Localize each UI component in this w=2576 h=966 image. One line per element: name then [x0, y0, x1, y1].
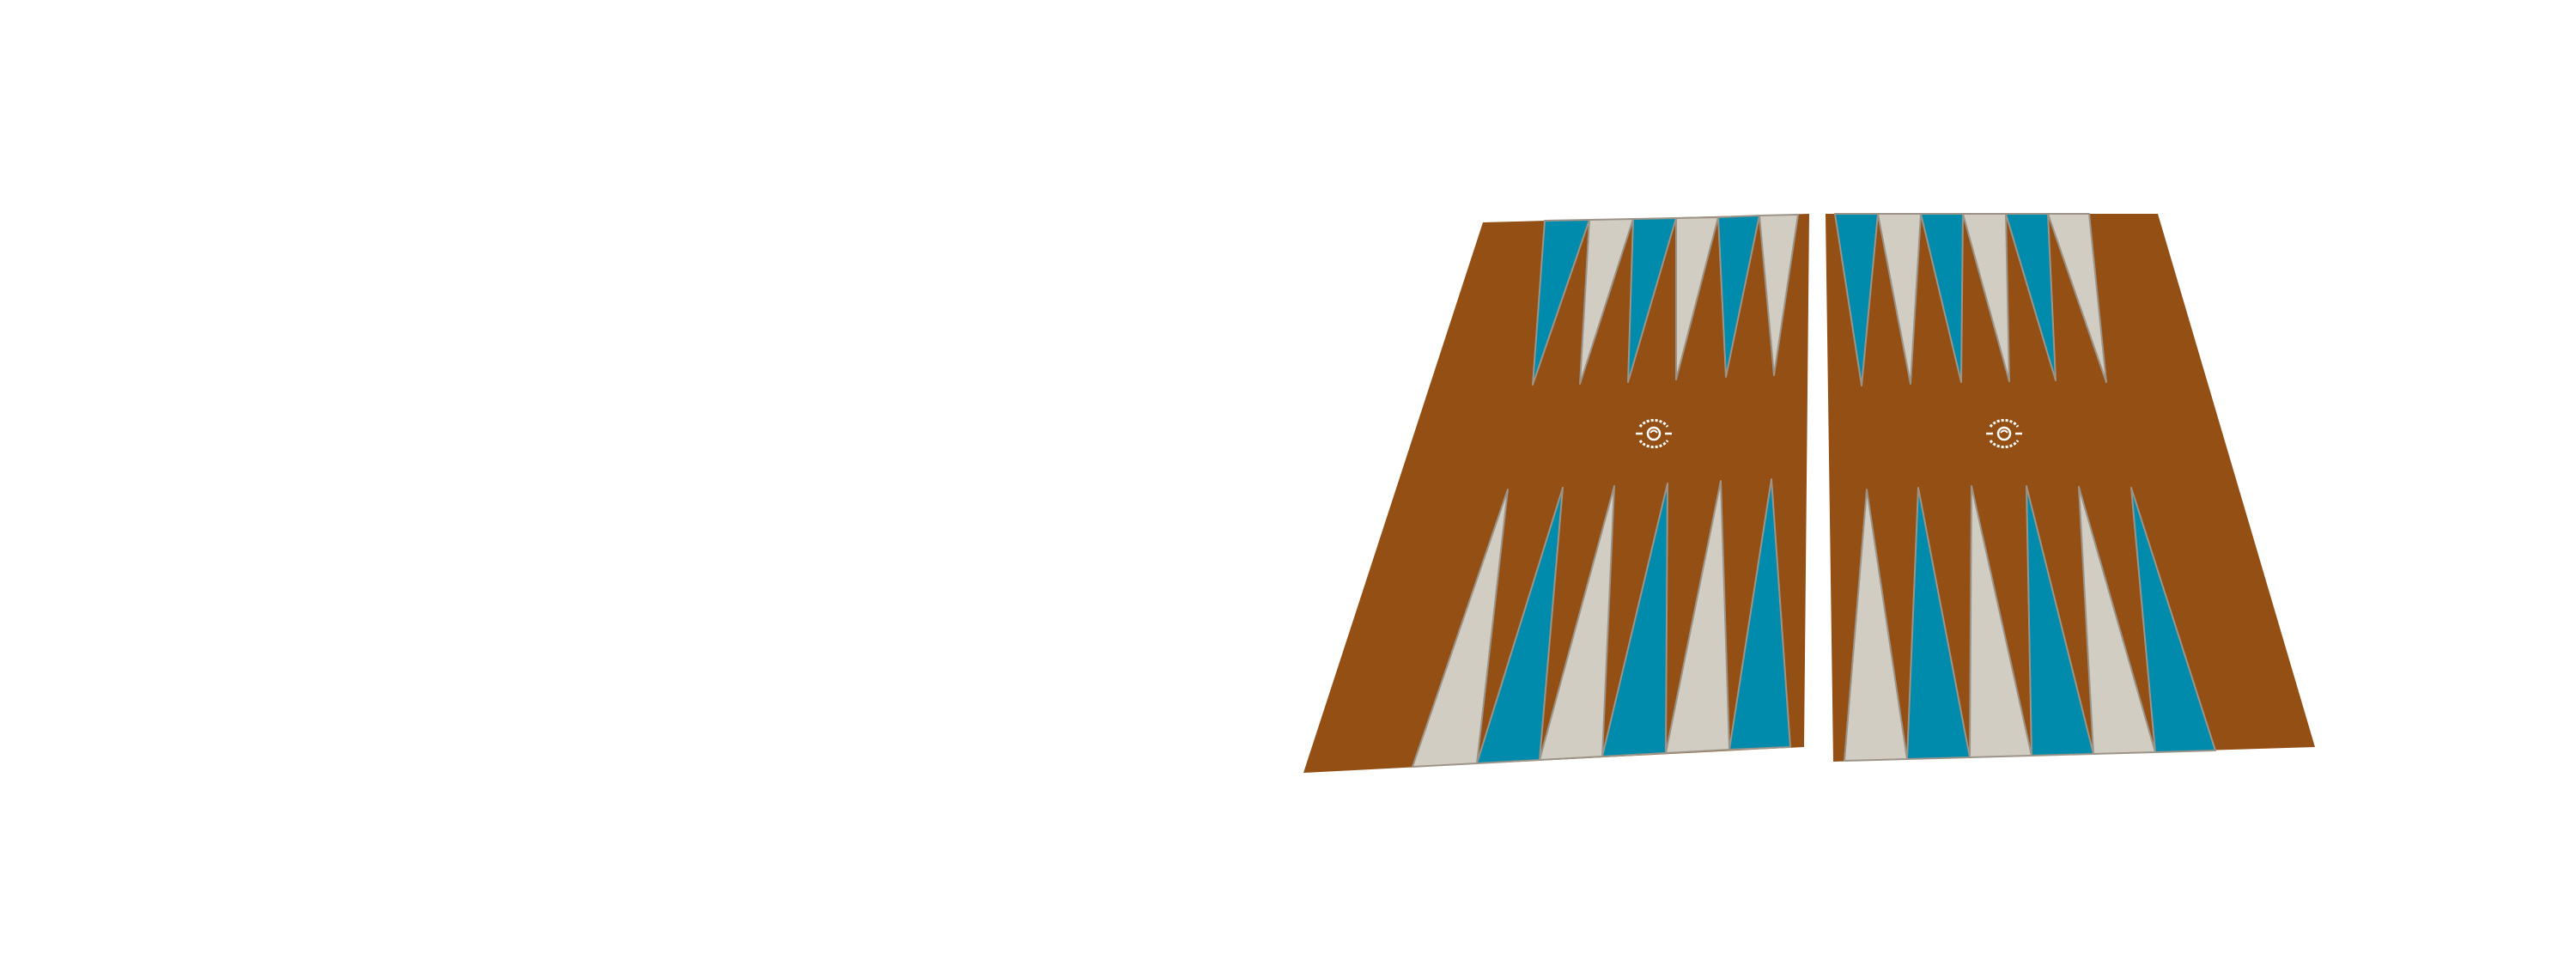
left-top-point-1	[1532, 219, 1590, 386]
right-bottom-point-2	[1906, 487, 1971, 760]
right-bottom-point-1	[1844, 489, 1908, 762]
left-bottom-point-3	[1539, 485, 1615, 761]
right-top-point-4	[1962, 213, 2010, 382]
left-top-point-4	[1675, 216, 1719, 380]
left-top-point-2	[1579, 218, 1634, 385]
left-top-point-6	[1759, 214, 1799, 376]
left-top-point-3	[1627, 217, 1677, 383]
left-bottom-point-6	[1728, 478, 1791, 750]
left-top-point-5	[1717, 215, 1760, 378]
left-bottom-point-2	[1476, 487, 1564, 764]
right-top-point-3	[1920, 213, 1964, 383]
right-top-point-1	[1834, 213, 1879, 386]
crest-emblem-icon-right	[1986, 418, 2022, 449]
left-bottom-point-5	[1665, 480, 1730, 754]
right-bottom-point-6	[2130, 487, 2216, 753]
right-top-point-6	[2047, 213, 2107, 383]
right-bottom-point-3	[1969, 485, 2032, 758]
right-top-point-5	[2005, 213, 2057, 381]
left-bottom-point-1	[1412, 489, 1509, 768]
right-bottom-point-4	[2026, 485, 2094, 756]
crest-emblem-icon-left	[1636, 418, 1672, 449]
board-half-right	[1826, 214, 2315, 762]
left-bottom-point-4	[1601, 483, 1668, 757]
right-bottom-point-5	[2078, 486, 2156, 755]
backgammon-board	[1303, 213, 2315, 773]
right-top-point-2	[1877, 213, 1922, 385]
